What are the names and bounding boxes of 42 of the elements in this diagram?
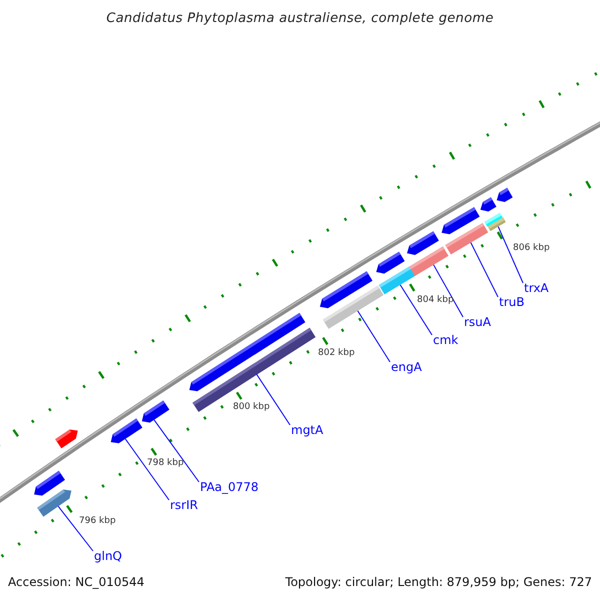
gene-feature [407,231,439,255]
gene-feature [110,418,142,444]
gene-label: cmk [433,333,458,347]
gene-bar [322,286,384,329]
leader-line [433,264,464,318]
leader-line [58,506,94,552]
scale-label: 806 kbp [513,243,550,254]
leader-line [124,438,170,500]
leader-line [256,374,290,426]
gene-bar [409,246,448,276]
gene-label: trxA [524,281,549,295]
leader-line [154,419,200,482]
gene-bar [378,266,416,294]
leader-line [498,226,524,284]
scale-label: 804 kbp [417,295,454,306]
gene-feature [34,470,65,496]
map-title: Candidatus Phytoplasma australiense, complete genome [105,10,495,28]
gene-label: rsrIR [170,498,198,512]
gene-label: truB [499,295,524,309]
leader-line [470,242,498,298]
gene-feature [376,252,405,274]
scale-label: 802 kbp [318,348,355,359]
genome-stats-text: Topology: circular; Length: 879,959 bp; Genes: 727 [285,574,592,591]
leader-line [400,284,432,336]
gene-label: mgtA [291,423,324,437]
gene-feature [37,490,72,517]
gene-label: engA [391,360,422,374]
gene-feature [480,197,496,212]
gene-bar [445,223,488,254]
accession-text: Accession: NC_010544 [8,574,144,591]
gene-label: glnQ [94,549,122,563]
gene-feature [142,400,170,423]
gene-label: PAa_0778 [200,480,259,494]
leader-line [357,310,390,362]
gene-label: rsuA [464,315,491,329]
scale-label: 800 kbp [233,402,270,413]
scale-label: 798 kbp [147,458,184,469]
gene-bar [192,328,316,412]
gene-bar [488,217,506,232]
scale-label: 796 kbp [79,516,116,527]
gene-feature [55,430,78,448]
gene-feature [496,188,513,202]
